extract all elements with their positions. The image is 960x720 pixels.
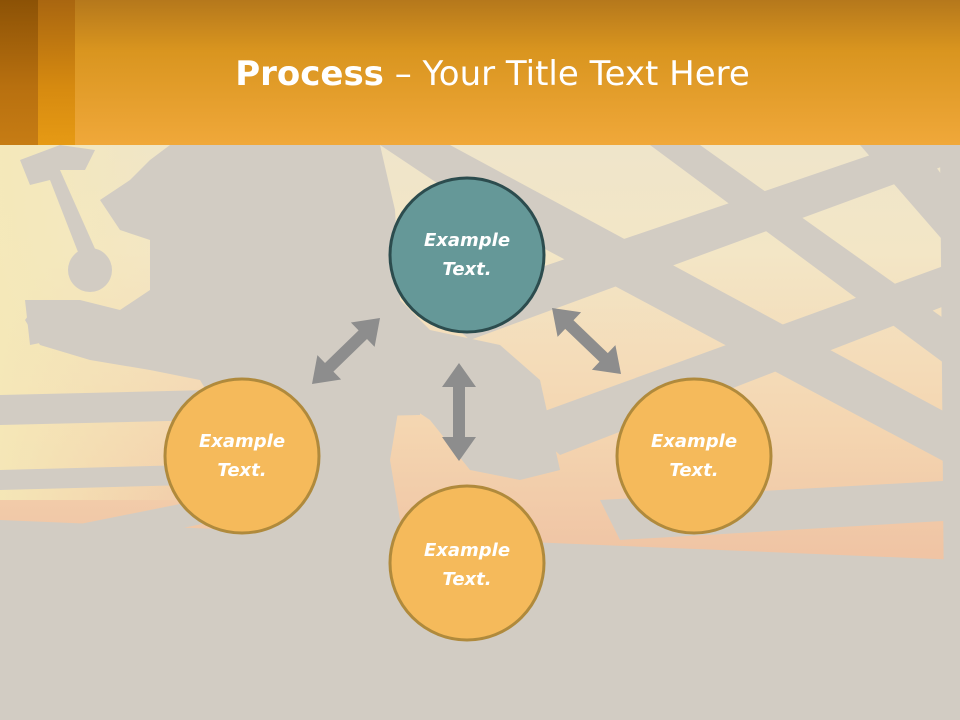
process-node-top[interactable]: Example Text. (388, 176, 546, 334)
node-line2: Text. (442, 569, 491, 590)
arrow-top-right (552, 308, 621, 374)
process-node-left[interactable]: Example Text. (163, 377, 321, 535)
title-bold-part: Process (235, 54, 384, 94)
node-circle (388, 484, 546, 642)
header-accent-light (38, 0, 75, 145)
title-bar: Process – Your Title Text Here (0, 0, 960, 145)
node-circle (163, 377, 321, 535)
header-accent-dark (0, 0, 38, 145)
node-circle (615, 377, 773, 535)
node-circle (388, 176, 546, 334)
node-line1: Example (199, 431, 285, 452)
node-line1: Example (424, 230, 510, 251)
process-node-right[interactable]: Example Text. (615, 377, 773, 535)
node-line1: Example (424, 540, 510, 561)
node-line2: Text. (442, 259, 491, 280)
arrow-top-left (312, 318, 380, 384)
slide-title[interactable]: Process – Your Title Text Here (0, 52, 960, 96)
arrows (312, 308, 621, 461)
node-line2: Text. (669, 460, 718, 481)
node-line1: Example (651, 431, 737, 452)
process-node-bottom[interactable]: Example Text. (388, 484, 546, 642)
arrow-top-bottom (442, 363, 476, 461)
title-rest-part: – Your Title Text Here (383, 54, 750, 94)
node-line2: Text. (217, 460, 266, 481)
